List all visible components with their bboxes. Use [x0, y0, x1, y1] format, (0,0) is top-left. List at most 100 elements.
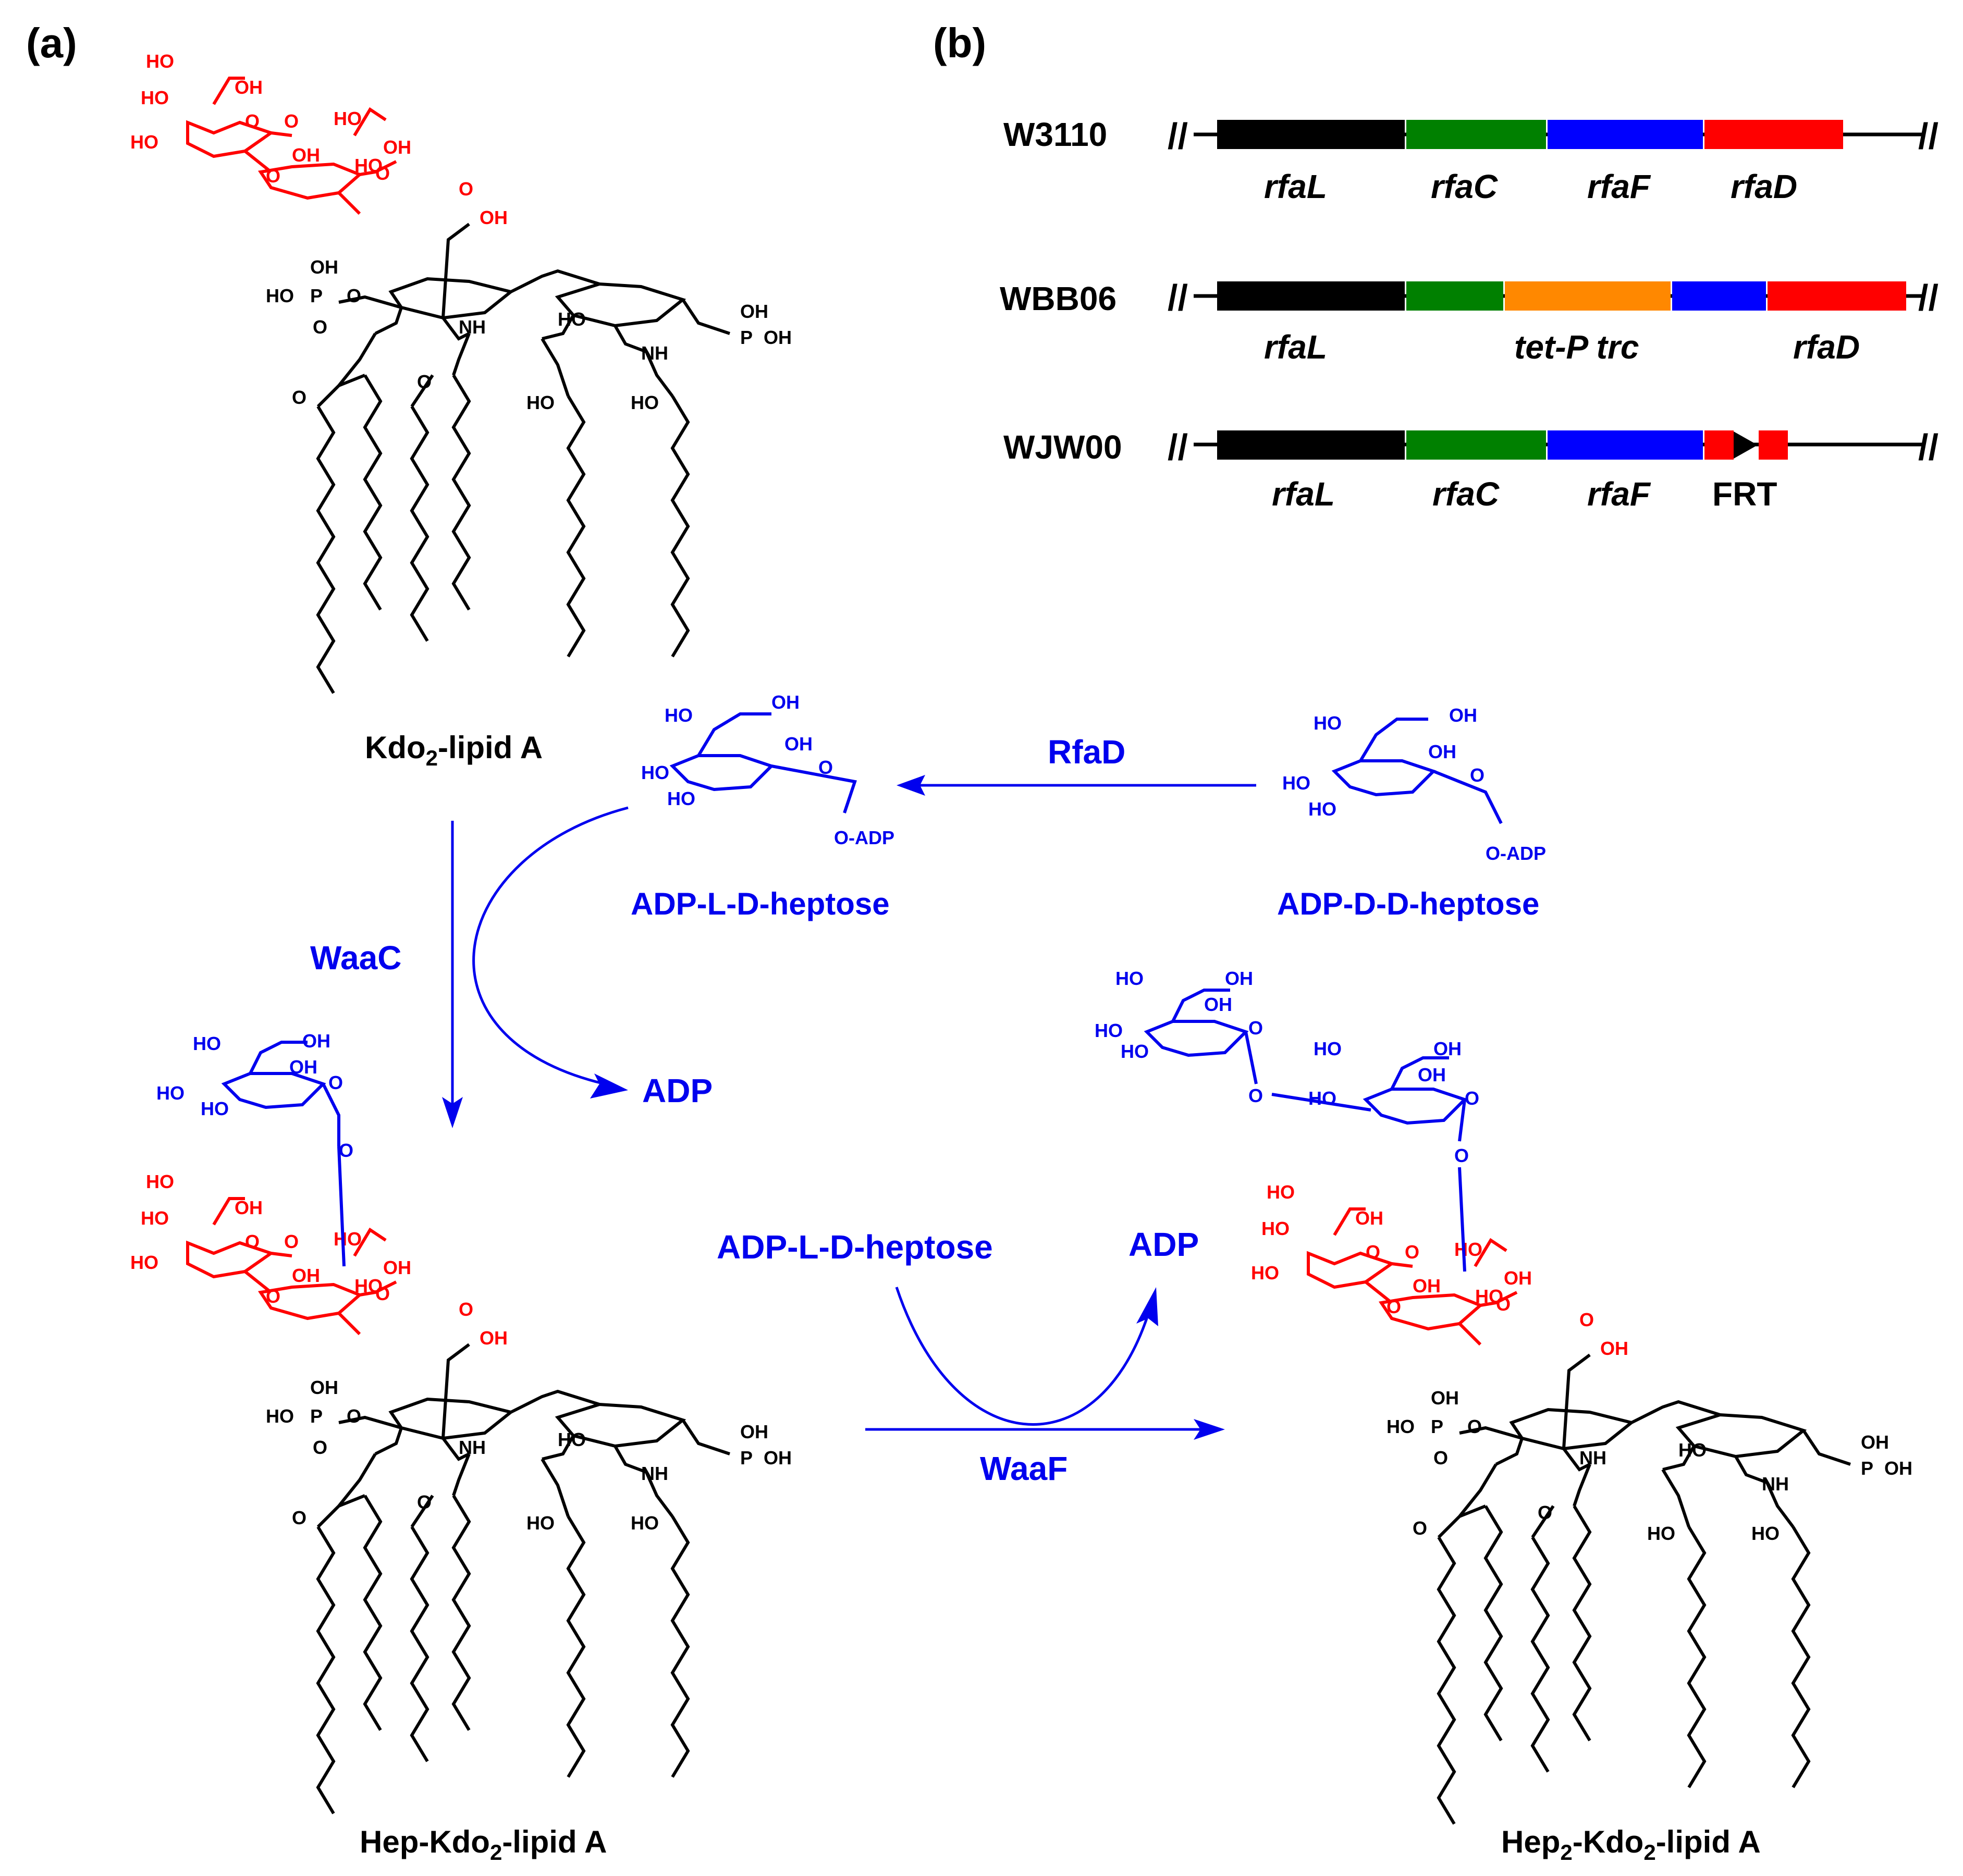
atom-label: OH — [292, 144, 320, 166]
atom-label: HO — [354, 155, 383, 176]
kdo-residues — [186, 77, 397, 215]
gene-label-rfaL: rfaL — [1272, 475, 1335, 513]
heptose-residue-1 — [221, 1041, 346, 1267]
arrowhead-icon — [442, 1097, 463, 1128]
arrowhead-icon — [1136, 1287, 1158, 1326]
atom-label: P — [740, 327, 753, 348]
atom-label: O — [417, 371, 432, 392]
atom-label: NH — [459, 316, 486, 338]
gene-map-wjw00: WJW00 // // rfaL rfaC rfaF FRT — [1003, 427, 1939, 513]
atom-label: OH — [1204, 994, 1232, 1015]
atom-label: O — [347, 285, 361, 306]
gene-label-rfaF: rfaF — [1587, 475, 1651, 513]
frt-arrow-icon — [1734, 431, 1758, 459]
gene-label-rfaC: rfaC — [1431, 168, 1498, 205]
atom-label: O-ADP — [834, 827, 894, 848]
frt-scar-left — [1704, 430, 1734, 460]
glucosamine-backbone — [338, 223, 730, 353]
enzyme-label-rfad: RfaD — [1048, 733, 1125, 771]
atom-label: OH — [1428, 741, 1456, 762]
atom-label: HO — [156, 1082, 185, 1104]
atom-label: HO — [665, 705, 693, 726]
panel-label-b: (b) — [933, 20, 986, 66]
gene-block-rfaC — [1406, 430, 1546, 460]
gene-block-rfaL — [1217, 281, 1405, 311]
waac-reaction-arrow — [442, 806, 629, 1128]
enzyme-label-waaf: WaaF — [980, 1450, 1068, 1487]
atom-label: OH — [771, 692, 800, 713]
atom-label: P — [310, 285, 323, 306]
arrowhead-icon — [897, 775, 925, 796]
break-mark-right: // — [1918, 116, 1939, 156]
compound-label-adp-1: ADP — [642, 1072, 713, 1109]
gene-label-rfaF: rfaF — [1587, 168, 1651, 205]
atom-label: O — [284, 110, 299, 132]
atom-label: NH — [641, 342, 668, 364]
atom-label: HO — [266, 285, 294, 306]
gene-block-rfaL — [1217, 430, 1405, 460]
break-mark-left: // — [1168, 116, 1188, 156]
atom-label: HO — [201, 1098, 229, 1119]
strain-label-wbb06: WBB06 — [1000, 280, 1117, 317]
atom-label: O — [1248, 1085, 1263, 1106]
compound-label-adp-ld-heptose: ADP-L-D-heptose — [631, 886, 890, 921]
atom-label: O — [313, 316, 327, 338]
adp-dd-heptose-atoms: HO OH HO HO OH O O-ADP — [1282, 705, 1546, 864]
gene-label-rfaD: rfaD — [1731, 168, 1797, 205]
rfad-reaction-arrow — [897, 775, 1256, 796]
atom-label: OH — [480, 207, 508, 228]
atom-label: O — [1454, 1145, 1469, 1166]
lipid-atom-labels: OH HO P O O NH HO P OH OH NH HO HO O O — [266, 256, 792, 413]
atom-label: HO — [1308, 1088, 1336, 1109]
gene-map-panel: W3110 // // rfaL rfaC rfaF rfaD WBB06 //… — [1000, 116, 1939, 513]
panel-label-a: (a) — [26, 20, 77, 66]
gene-label-frt: FRT — [1712, 475, 1777, 513]
break-mark-right: // — [1918, 277, 1939, 318]
atom-label: OH — [1449, 705, 1477, 726]
atom-label: OH — [302, 1030, 330, 1052]
atom-label: O — [375, 163, 390, 184]
atom-label: OH — [383, 137, 411, 158]
gene-block-rfaC-partial — [1406, 281, 1503, 311]
atom-label: HO — [130, 131, 158, 153]
atom-label: O — [818, 757, 833, 778]
atom-label: O — [245, 110, 260, 132]
gene-block-tet-p-trc — [1505, 281, 1671, 311]
gene-block-rfaF — [1548, 120, 1703, 149]
gene-block-rfaD — [1768, 281, 1906, 311]
frt-scar-right — [1759, 430, 1788, 460]
atom-label: HO — [1282, 772, 1310, 794]
atom-label: O — [292, 387, 306, 408]
atom-label: HO — [1115, 968, 1144, 989]
atom-label: HO — [1095, 1020, 1123, 1041]
heptose-atom-labels: HO OH HO HO OH O O — [156, 1030, 353, 1161]
atom-label: O — [339, 1140, 353, 1161]
gene-label-rfaL: rfaL — [1264, 168, 1327, 205]
strain-label-wjw00: WJW00 — [1003, 428, 1122, 466]
atom-label: OH — [310, 256, 338, 278]
atom-label: OH — [289, 1056, 317, 1078]
gene-label-rfaC: rfaC — [1432, 475, 1500, 513]
gene-label-tet-p-trc: tet-P trc — [1514, 328, 1639, 366]
atom-label: OH — [784, 733, 813, 755]
gene-block-rfaC — [1406, 120, 1546, 149]
gene-block-rfaF — [1548, 430, 1703, 460]
compound-label-adp-2: ADP — [1128, 1226, 1199, 1263]
atom-label: HO — [1308, 798, 1336, 820]
atom-label: OH — [1433, 1038, 1462, 1059]
kdo2-lipid-a-structure: HO OH HO HO O O OH HO OH HO O O O OH — [130, 51, 792, 694]
atom-label: HO — [141, 87, 169, 108]
atom-label: O — [1470, 764, 1484, 786]
arrowhead-icon — [1194, 1419, 1225, 1440]
hep-kdo2-lipid-a-structure — [130, 1171, 792, 1813]
atom-label: HO — [641, 762, 669, 783]
atom-label: HO — [526, 392, 555, 413]
break-mark-left: // — [1168, 427, 1188, 467]
hep2-kdo2-lipid-a-structure — [1251, 1181, 1912, 1824]
break-mark-left: // — [1168, 277, 1188, 318]
atom-label: HO — [558, 308, 586, 330]
adp-dd-heptose-structure — [1331, 718, 1503, 824]
atom-label: O — [328, 1072, 343, 1093]
atom-label: OH — [740, 301, 768, 322]
